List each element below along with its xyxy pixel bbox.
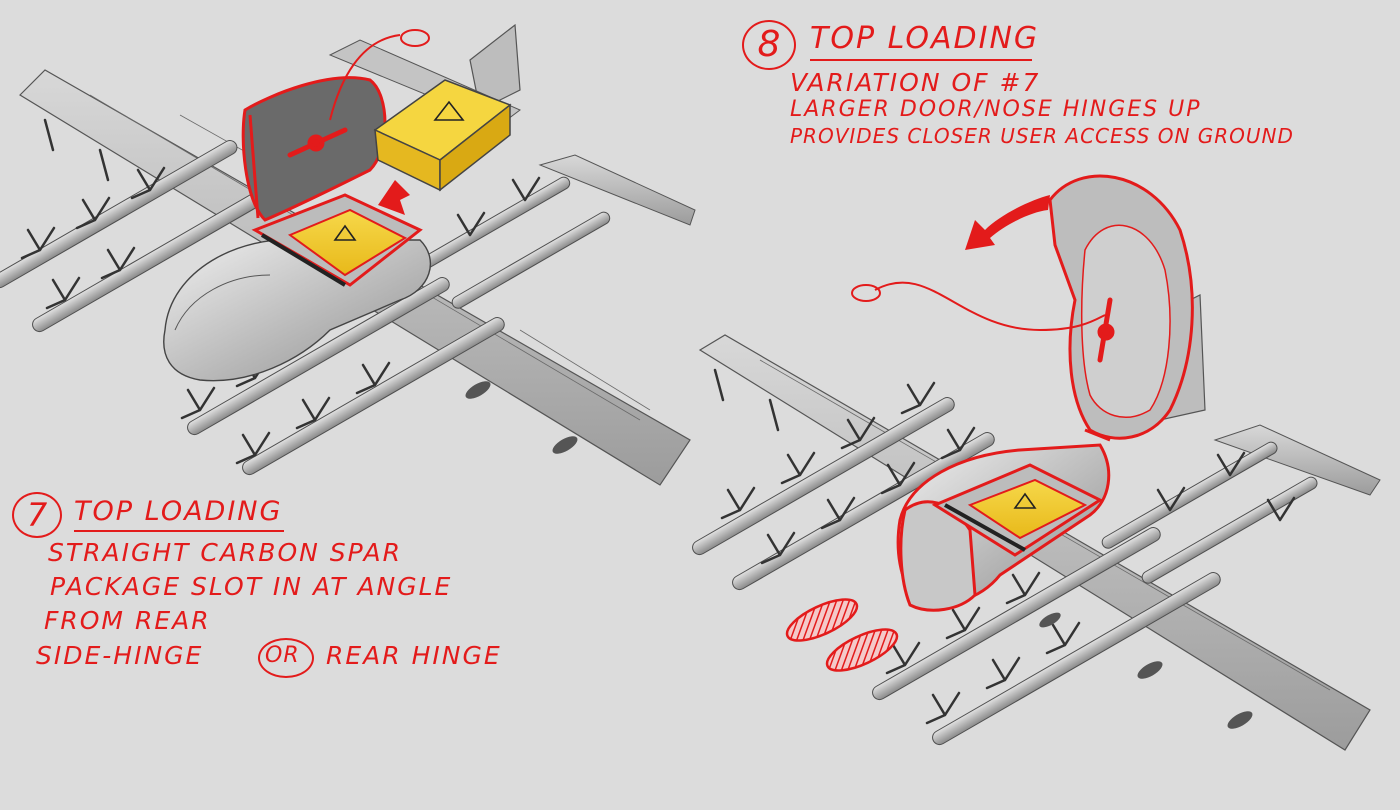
concept-8-title-underline (810, 59, 1032, 61)
concept-8-number: 8 (742, 20, 796, 70)
concept-8-line-2: LARGER DOOR/NOSE HINGES UP (790, 97, 1202, 122)
concept-7-number: 7 (12, 492, 62, 538)
loose-package-7 (373, 79, 512, 192)
insert-arrow-7 (378, 180, 410, 215)
concept-7-line-3: FROM REAR (44, 606, 211, 635)
rotor-booms-7 (0, 140, 611, 476)
or-circle (258, 638, 314, 678)
propellers-8 (713, 368, 1296, 725)
concept-8-line-1: VARIATION OF #7 (790, 68, 1041, 97)
package-in-bay-7 (287, 208, 408, 277)
aircraft-concept-8 (692, 174, 1381, 751)
cable-doodle-8 (874, 281, 1106, 332)
package-in-bay-8 (967, 478, 1088, 540)
concept-8-line-3: PROVIDES CLOSER USER ACCESS ON GROUND (790, 124, 1294, 148)
door-rotor-symbol-7 (287, 127, 348, 158)
pods-7 (465, 381, 578, 454)
footprints-8 (785, 598, 899, 672)
pods-8 (1039, 612, 1253, 729)
concept-7-line-1: STRAIGHT CARBON SPAR (48, 538, 402, 567)
rotation-arrow-8 (965, 195, 1050, 250)
concept-7-hinge-left: SIDE-HINGE (36, 641, 204, 670)
concept-7-line-2: PACKAGE SLOT IN AT ANGLE (50, 572, 453, 601)
rear-wing-7 (538, 154, 696, 226)
cable-doodle-7 (329, 34, 401, 121)
rear-wing-8 (1213, 424, 1381, 496)
concept-7-title: TOP LOADING (74, 496, 283, 527)
concept-7-hinge-or: OR (265, 643, 300, 668)
concept-8-title: TOP LOADING (810, 21, 1040, 56)
concept-7-title-underline (74, 530, 284, 532)
door-rotor-symbol-8 (1097, 297, 1115, 363)
aircraft-concept-7 (0, 23, 696, 486)
concept-7-hinge-right: REAR HINGE (326, 641, 502, 670)
